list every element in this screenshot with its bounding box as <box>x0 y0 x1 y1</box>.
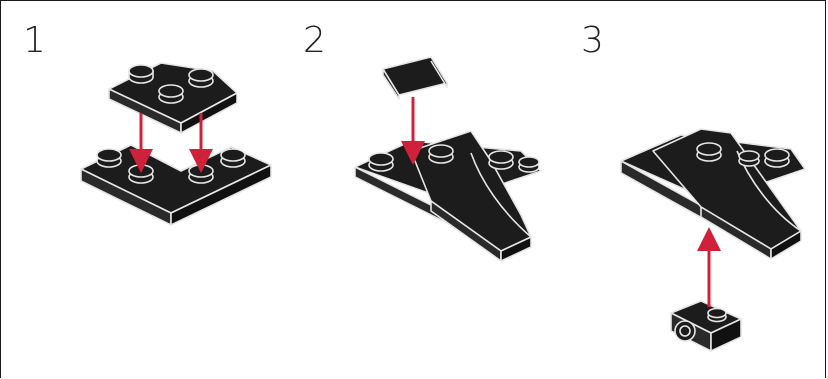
clip-brick-piece <box>671 301 741 351</box>
step-1-illustration <box>81 63 271 225</box>
step-3-illustration <box>621 129 805 351</box>
step-3-model-assembly <box>621 129 805 259</box>
slope-brick-piece <box>383 57 447 99</box>
wedge-plate-piece <box>109 63 237 133</box>
l-plate-piece <box>81 145 271 225</box>
step-2-illustration <box>355 57 541 261</box>
step-2-base-assembly <box>355 131 541 261</box>
